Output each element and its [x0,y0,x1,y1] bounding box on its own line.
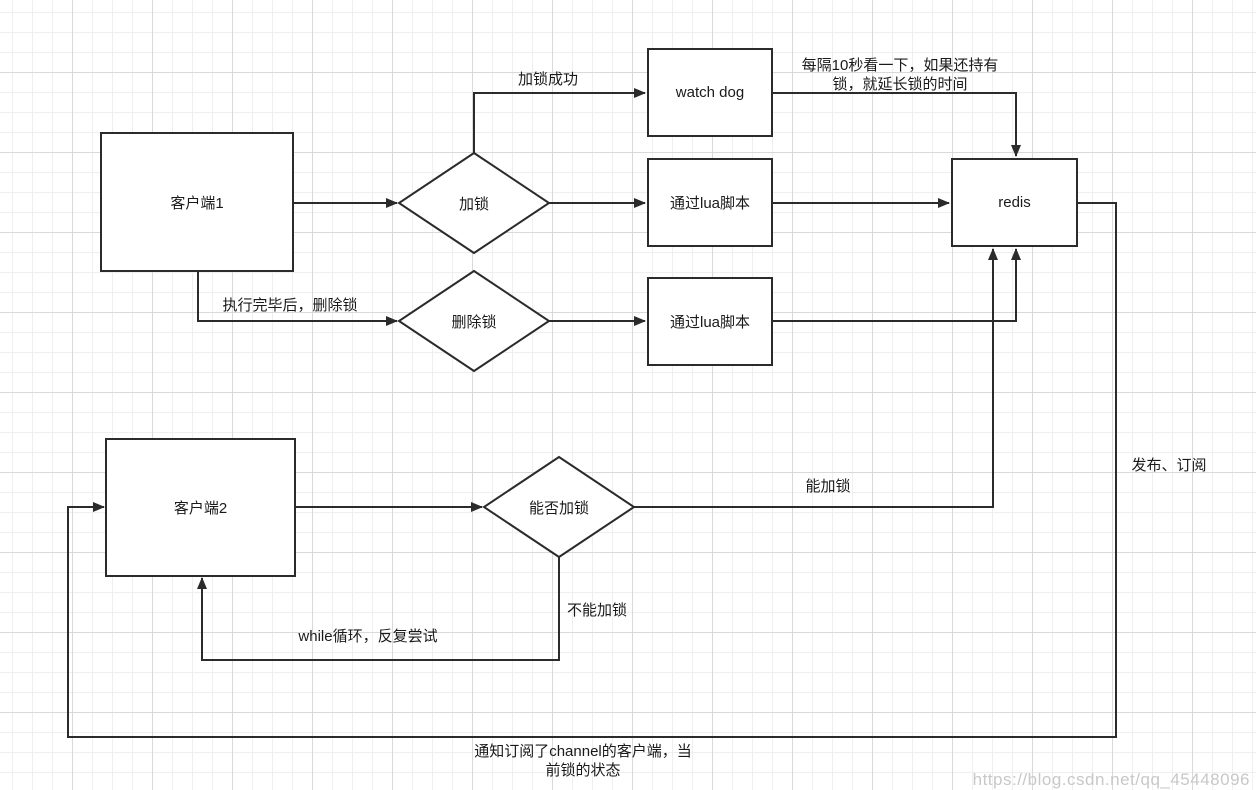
client2-label: 客户端2 [173,500,228,517]
watchdog-note-label: 每隔10秒看一下，如果还持有锁，就延长锁的时间 [801,57,999,93]
edge-lua2-redis [773,248,1021,322]
lua2-node: 通过lua脚本 [647,277,773,366]
edge-lock-watchdog [473,88,646,153]
can-label: 能加锁 [805,478,851,495]
lua1-label: 通过lua脚本 [669,195,751,212]
edge-client1-unlock [197,270,398,326]
diamond-unlock [397,269,551,373]
watermark: https://blog.csdn.net/qq_45448096 [972,770,1250,789]
edge-watchdog-redis [773,92,1021,157]
client2-node: 客户端2 [105,438,296,577]
after-exec-label: 执行完毕后，删除锁 [222,297,358,314]
diamond-can-lock [482,455,636,559]
lock-success-label: 加锁成功 [517,71,578,88]
watchdog-node: watch dog [647,48,773,137]
redis-label: redis [998,194,1031,211]
edge-redis-client2 [67,202,1117,738]
lua2-label: 通过lua脚本 [669,314,751,331]
watchdog-label: watch dog [675,84,745,101]
lock-label: 加锁 [458,195,489,213]
can-lock-label: 能否加锁 [528,499,589,517]
unlock-label: 删除锁 [451,313,497,331]
edge-canlock-redis [634,248,998,508]
client1-label: 客户端1 [170,194,224,212]
redis-node: redis [951,158,1078,247]
while-loop-label: while循环，反复尝试 [298,628,438,645]
pubsub-label: 发布、订阅 [1131,457,1207,474]
client1-node: 客户端1 [100,132,294,272]
diamond-lock [397,151,551,255]
cannot-label: 不能加锁 [566,602,627,619]
edge-canlock-client2 [197,557,560,661]
notify-label: 通知订阅了channel的客户端，当前锁的状态 [474,743,692,779]
lua1-node: 通过lua脚本 [647,158,773,247]
